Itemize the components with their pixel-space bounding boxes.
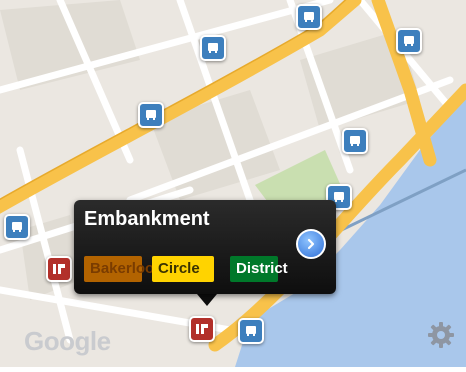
street <box>16 146 74 344</box>
street <box>126 76 454 204</box>
bus-stop-icon <box>146 110 156 120</box>
bus-stop-icon <box>304 12 314 22</box>
bus-stop-marker[interactable] <box>138 102 164 128</box>
bus-stop-icon <box>208 43 218 53</box>
station-popup[interactable]: Embankment Bakerloo Circle District <box>74 200 336 294</box>
bus-stop-icon <box>12 222 22 232</box>
street <box>176 0 254 204</box>
street <box>0 0 334 94</box>
popup-pointer <box>197 294 217 306</box>
bus-stop-marker[interactable] <box>296 4 322 30</box>
bus-stop-icon <box>246 326 256 336</box>
line-badge-bakerloo: Bakerloo <box>84 256 154 282</box>
map-settings-button[interactable] <box>424 318 458 352</box>
major-road <box>371 0 437 167</box>
station-detail-button[interactable] <box>296 229 326 259</box>
rail-station-icon <box>196 324 208 334</box>
city-block <box>0 0 140 90</box>
line-badge-district: District <box>230 256 288 282</box>
gear-icon <box>428 322 454 348</box>
bus-stop-icon <box>404 36 414 46</box>
rail-station-marker[interactable] <box>189 316 215 342</box>
chevron-right-icon <box>307 238 315 250</box>
bus-stop-marker[interactable] <box>396 28 422 54</box>
bus-stop-icon <box>334 192 344 202</box>
city-block <box>150 90 280 200</box>
bus-stop-marker[interactable] <box>342 128 368 154</box>
street <box>56 0 134 164</box>
line-badge-circle: Circle <box>152 256 214 282</box>
bus-stop-marker[interactable] <box>200 35 226 61</box>
bus-stop-icon <box>350 136 360 146</box>
street <box>356 0 464 124</box>
rail-station-marker[interactable] <box>46 256 72 282</box>
bus-stop-marker[interactable] <box>238 318 264 344</box>
station-name: Embankment <box>84 208 210 230</box>
bus-stop-marker[interactable] <box>4 214 30 240</box>
river <box>235 95 466 367</box>
rail-station-icon <box>53 264 65 274</box>
google-attribution: Google <box>24 326 111 356</box>
